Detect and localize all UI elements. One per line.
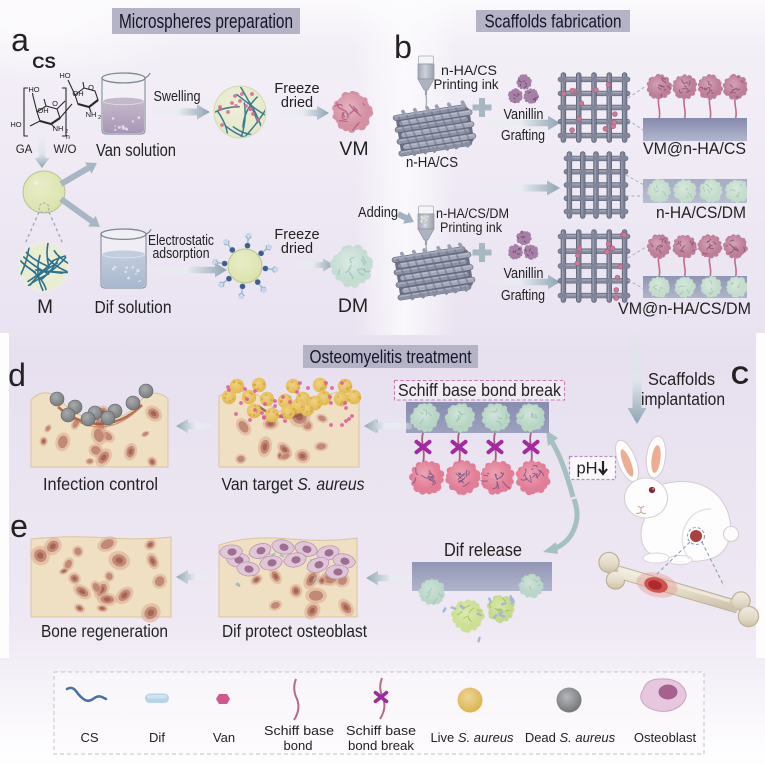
svg-text:VM: VM — [339, 138, 368, 160]
svg-text:HO: HO — [59, 71, 70, 80]
svg-text:d: d — [8, 357, 26, 393]
svg-text:b: b — [394, 29, 412, 65]
svg-text:O: O — [52, 99, 58, 108]
svg-text:Grafting: Grafting — [501, 128, 545, 144]
svg-text:Freeze: Freeze — [274, 227, 319, 243]
svg-text:Microspheres preparation: Microspheres preparation — [119, 11, 293, 33]
svg-text:adsorption: adsorption — [153, 246, 210, 262]
svg-text:Schiff base: Schiff base — [264, 723, 334, 738]
svg-text:O: O — [88, 83, 94, 92]
svg-text:DM: DM — [338, 295, 368, 317]
svg-text:Van target S. aureus: Van target S. aureus — [222, 474, 365, 494]
svg-text:NH: NH — [53, 124, 64, 133]
svg-text:2: 2 — [98, 115, 101, 121]
svg-text:Grafting: Grafting — [501, 288, 545, 304]
svg-text:Van: Van — [213, 730, 235, 745]
svg-text:CS: CS — [32, 53, 56, 72]
svg-text:Vanillin: Vanillin — [504, 107, 544, 123]
svg-text:Printing ink: Printing ink — [440, 220, 502, 235]
svg-text:bond break: bond break — [348, 738, 414, 753]
svg-text:Dif: Dif — [149, 730, 165, 745]
svg-text:Dif release: Dif release — [444, 540, 522, 560]
svg-text:Adding: Adding — [358, 205, 398, 221]
svg-text:Electrostatic: Electrostatic — [148, 233, 214, 249]
svg-text:GA: GA — [16, 144, 33, 156]
svg-text:n-HA/CS: n-HA/CS — [441, 63, 497, 78]
svg-text:Dead S. aureus: Dead S. aureus — [525, 730, 616, 745]
svg-text:pH: pH — [576, 460, 597, 478]
svg-text:Van solution: Van solution — [96, 140, 176, 160]
svg-text:Osteoblast: Osteoblast — [634, 730, 697, 745]
svg-text:HO: HO — [28, 85, 39, 94]
svg-text:Schiff base bond break: Schiff base bond break — [398, 380, 561, 400]
svg-text:W/O: W/O — [54, 144, 77, 156]
svg-text:Printing ink: Printing ink — [434, 77, 499, 92]
svg-text:HO: HO — [10, 120, 21, 129]
svg-text:Swelling: Swelling — [154, 89, 201, 105]
svg-text:Scaffolds: Scaffolds — [648, 369, 715, 389]
svg-text:Freeze: Freeze — [274, 81, 319, 97]
svg-text:Osteomyelitis treatment: Osteomyelitis treatment — [310, 347, 472, 367]
svg-text:n-HA/CS/DM: n-HA/CS/DM — [656, 203, 746, 222]
svg-text:Scaffolds fabrication: Scaffolds fabrication — [485, 11, 622, 31]
svg-text:n-HA/CS/DM: n-HA/CS/DM — [436, 206, 509, 221]
svg-text:Dif solution: Dif solution — [95, 297, 172, 317]
svg-text:NH: NH — [86, 110, 97, 119]
svg-text:VM@n-HA/CS/DM: VM@n-HA/CS/DM — [618, 299, 751, 318]
svg-text:Vanillin: Vanillin — [504, 266, 544, 282]
svg-text:dried: dried — [281, 241, 313, 257]
svg-text:Dif protect osteoblast: Dif protect osteoblast — [222, 621, 367, 641]
svg-text:Schiff base: Schiff base — [346, 723, 416, 738]
svg-text:bond: bond — [284, 738, 313, 753]
svg-text:a: a — [11, 22, 29, 58]
svg-text:OH: OH — [37, 106, 48, 115]
svg-text:M: M — [37, 297, 53, 318]
svg-text:C: C — [731, 362, 749, 390]
svg-text:n: n — [66, 134, 70, 141]
svg-text:Bone regeneration: Bone regeneration — [41, 621, 168, 641]
svg-text:CS: CS — [80, 730, 98, 745]
svg-text:Live S. aureus: Live S. aureus — [430, 730, 514, 745]
svg-text:OH: OH — [72, 89, 83, 98]
svg-text:n-HA/CS: n-HA/CS — [406, 154, 458, 171]
svg-text:e: e — [10, 508, 28, 544]
svg-text:VM@n-HA/CS: VM@n-HA/CS — [643, 139, 746, 158]
svg-text:Infection control: Infection control — [43, 474, 158, 494]
svg-text:2: 2 — [65, 129, 68, 135]
svg-text:implantation: implantation — [641, 389, 725, 409]
svg-text:dried: dried — [281, 95, 313, 111]
